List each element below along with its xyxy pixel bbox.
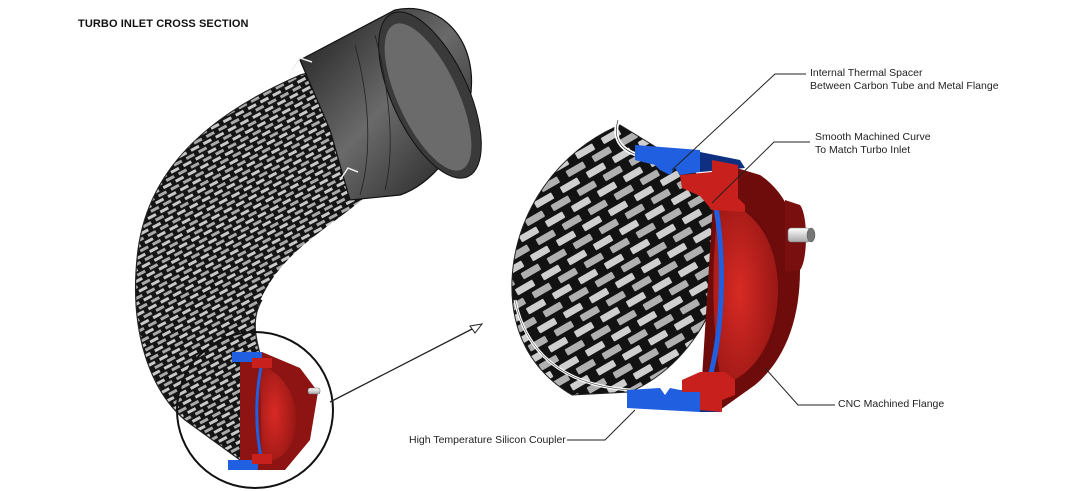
callout-silicon-coupler: High Temperature Silicon Coupler (409, 434, 566, 447)
leader-silicon-coupler (567, 409, 636, 441)
leader-thermal-spacer (671, 73, 806, 171)
callout-thermal-spacer-line2: Between Carbon Tube and Metal Flange (810, 79, 999, 92)
callout-thermal-spacer-line1: Internal Thermal Spacer (810, 67, 923, 79)
callout-machined-curve: Smooth Machined Curve To Match Turbo Inl… (815, 131, 931, 156)
detail-arrow-line (329, 326, 477, 403)
callout-cnc-flange-line1: CNC Machined Flange (838, 398, 945, 410)
small-flange (228, 352, 321, 470)
leader-lines (567, 73, 835, 441)
callout-cnc-flange: CNC Machined Flange (838, 398, 944, 411)
leader-cnc-flange (764, 367, 835, 406)
callout-silicon-coupler-line1: High Temperature Silicon Coupler (409, 434, 566, 446)
detail-magnifier-circle (176, 331, 334, 489)
carbon-pipe (132, 7, 482, 462)
detail-arrow-head (469, 323, 484, 334)
callout-machined-curve-line2: To Match Turbo Inlet (815, 143, 911, 156)
callout-machined-curve-line1: Smooth Machined Curve (815, 131, 931, 143)
callout-thermal-spacer: Internal Thermal Spacer Between Carbon T… (810, 67, 999, 92)
leader-machined-curve (711, 141, 810, 204)
diagram-title: TURBO INLET CROSS SECTION (78, 18, 249, 30)
magnified-section (511, 119, 816, 412)
